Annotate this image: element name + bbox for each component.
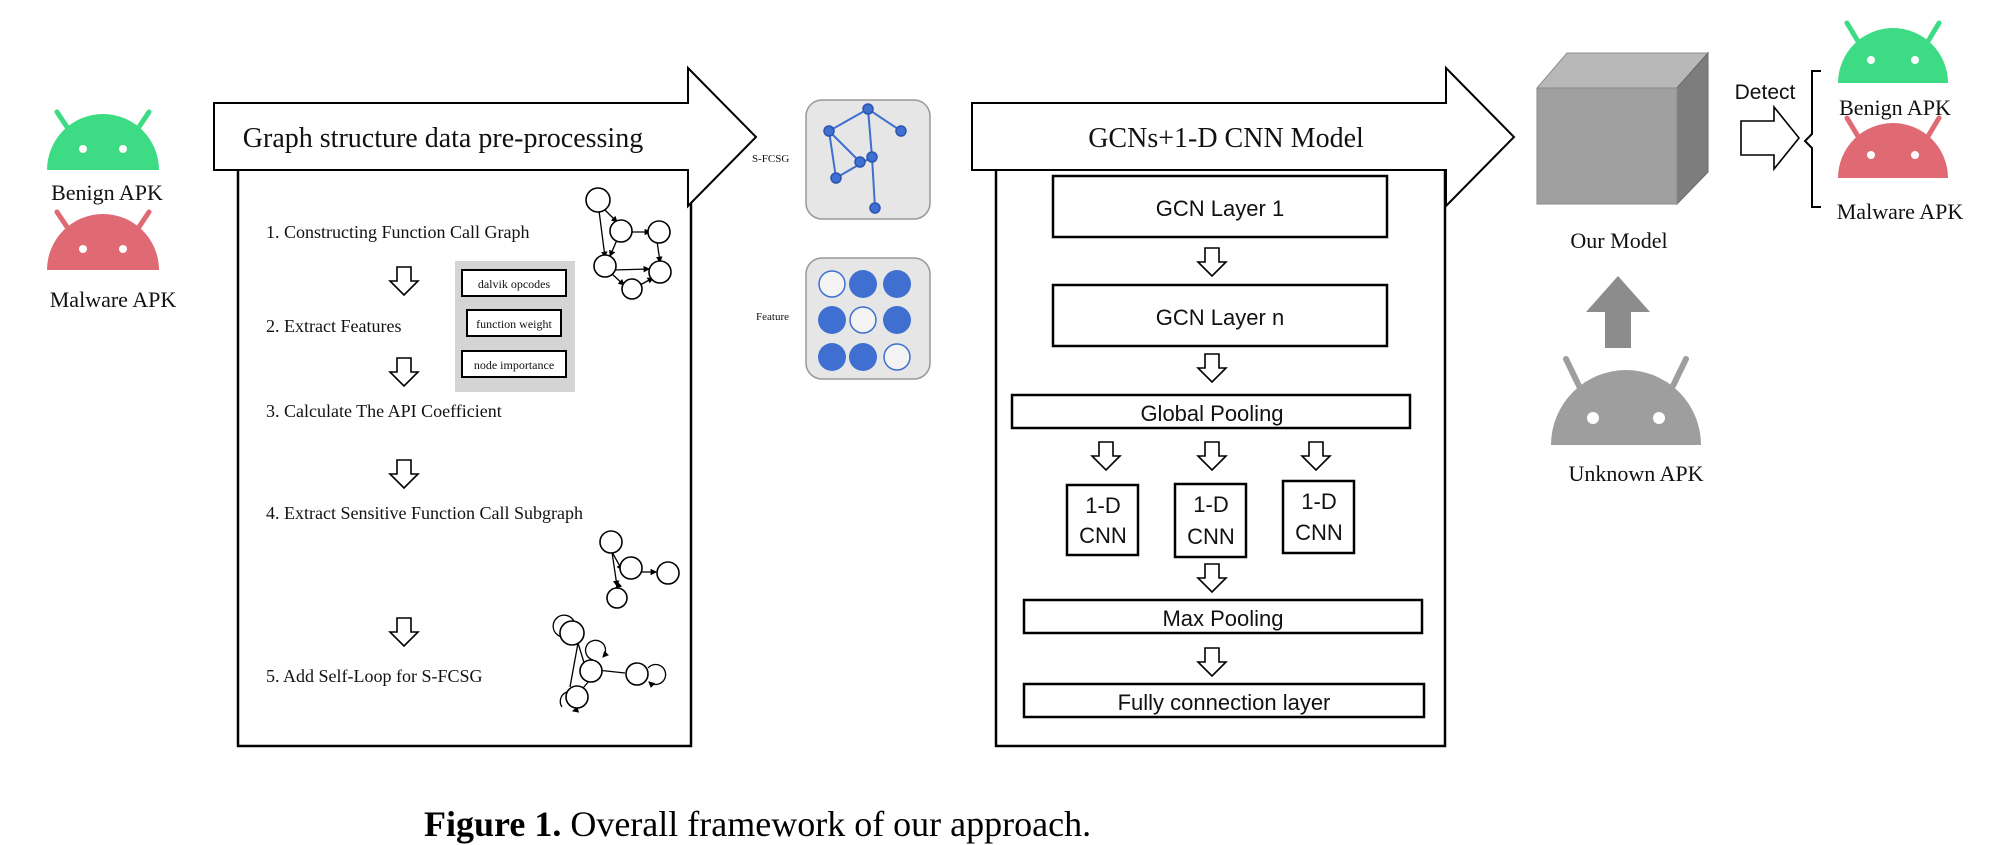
benign-apk-output: Benign APK: [1838, 20, 1951, 120]
feature-item-box: [461, 269, 567, 297]
fully-connection-box: [1022, 682, 1426, 719]
android-benign-output-icon: [1838, 20, 1948, 83]
android-unknown-icon: [1551, 356, 1701, 445]
unknown-apk-input: Unknown APK: [1551, 356, 1704, 486]
gcn-layer-n-box: [1051, 283, 1389, 348]
sfcsg-label: S-FCSG: [752, 153, 789, 165]
cnn-block-line2: CNN: [1295, 520, 1343, 545]
gcn-layer-1-label: GCN Layer 1: [1156, 196, 1284, 221]
detect-label: Detect: [1735, 81, 1796, 104]
figure-caption-text: Overall framework of our approach.: [561, 804, 1091, 844]
model-title-arrow: [971, 65, 1516, 209]
step-2-label: 2. Extract Features: [266, 316, 401, 336]
benign-apk-label: Benign APK: [51, 180, 163, 205]
cnn-block-line1: 1-D: [1085, 493, 1120, 518]
unknown-to-model-arrow: [1586, 276, 1650, 348]
benign-apk-input: Benign APK: [47, 109, 163, 205]
gcn-layer-n-label: GCN Layer n: [1156, 305, 1284, 330]
feature-item-dalvik-opcodes: dalvik opcodes: [478, 277, 551, 291]
preprocessing-panel: Graph structure data pre-processing 1. C…: [213, 65, 758, 748]
detect-arrow: [1740, 104, 1801, 172]
sfcsg-graph-card: S-FCSG: [752, 99, 931, 220]
android-malware-output-icon: [1838, 115, 1948, 178]
malware-apk-output-label: Malware APK: [1837, 199, 1964, 224]
step-4-label: 4. Extract Sensitive Function Call Subgr…: [266, 503, 583, 523]
preprocessing-title: Graph structure data pre-processing: [243, 123, 643, 154]
global-pooling-box: [1010, 393, 1412, 430]
result-brace: [1803, 70, 1821, 208]
cnn-block: 1-D CNN: [1173, 482, 1248, 559]
figure-caption-prefix: Figure 1.: [424, 804, 561, 844]
gcn-layer-1-box: [1051, 174, 1389, 239]
android-malware-icon: [47, 209, 159, 270]
malware-apk-output: Malware APK: [1837, 115, 1964, 224]
benign-apk-output-label: Benign APK: [1839, 95, 1951, 120]
feature-matrix-card: Feature: [756, 257, 931, 380]
feature-label: Feature: [756, 311, 789, 323]
malware-apk-label: Malware APK: [50, 287, 177, 312]
feature-list: dalvik opcodes function weight node impo…: [455, 261, 575, 392]
preprocessing-box: [236, 166, 693, 748]
fully-connection-label: Fully connection layer: [1118, 690, 1331, 715]
step-3-label: 3. Calculate The API Coefficient: [266, 401, 502, 421]
function-call-graph-icon: [585, 187, 672, 300]
self-loop-graph-icon: [552, 614, 667, 713]
our-model-cube-icon: [1535, 51, 1710, 206]
figure-caption: Figure 1. Overall framework of our appro…: [424, 804, 1091, 844]
step-1-label: 1. Constructing Function Call Graph: [266, 222, 529, 242]
feature-item-function-weight: function weight: [476, 317, 552, 331]
global-pooling-label: Global Pooling: [1140, 401, 1283, 426]
preprocessing-title-arrow: [213, 65, 758, 209]
malware-apk-input: Malware APK: [47, 209, 177, 312]
our-model-label: Our Model: [1570, 228, 1667, 253]
subgraph-icon: [599, 530, 680, 609]
feature-item-box: [466, 309, 562, 337]
cnn-block-line2: CNN: [1187, 524, 1235, 549]
feature-item-node-importance: node importance: [474, 358, 554, 372]
model-title: GCNs+1-D CNN Model: [1088, 123, 1364, 154]
cnn-block-line1: 1-D: [1193, 492, 1228, 517]
max-pooling-box: [1022, 598, 1424, 635]
cnn-block-line2: CNN: [1079, 523, 1127, 548]
android-benign-icon: [47, 109, 159, 170]
unknown-apk-label: Unknown APK: [1568, 461, 1703, 486]
feature-item-box: [461, 350, 567, 378]
max-pooling-label: Max Pooling: [1162, 606, 1283, 631]
model-panel: GCNs+1-D CNN Model GCN Layer 1 GCN Layer…: [971, 65, 1516, 748]
cnn-block: 1-D CNN: [1065, 483, 1140, 557]
step-5-label: 5. Add Self-Loop for S-FCSG: [266, 666, 483, 686]
cnn-block-line1: 1-D: [1301, 489, 1336, 514]
cnn-block: 1-D CNN: [1281, 479, 1356, 555]
